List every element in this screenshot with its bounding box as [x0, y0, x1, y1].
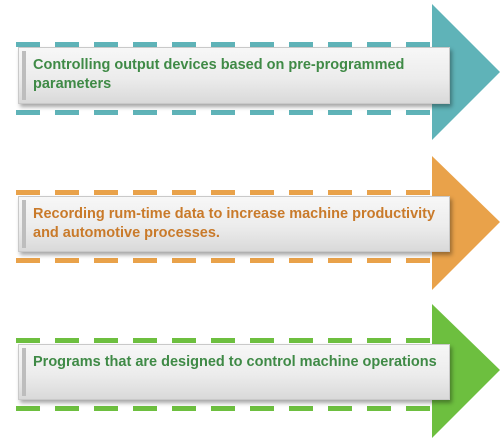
- dash-stripe-bottom-1: [16, 110, 430, 115]
- bottom-dash-1-1: [55, 110, 79, 115]
- arrowhead-1: [432, 4, 500, 140]
- bottom-dash-2-7: [289, 258, 313, 263]
- text-box-1: Controlling output devices based on pre-…: [18, 47, 450, 104]
- bottom-dash-3-7: [289, 406, 313, 411]
- top-dash-1-8: [328, 42, 352, 47]
- top-dash-1-7: [289, 42, 313, 47]
- dash-stripe-top-1: [16, 42, 430, 47]
- top-dash-3-7: [289, 338, 313, 343]
- bottom-dash-1-0: [16, 110, 40, 115]
- arrow-row-2: Recording rum-time data to increase mach…: [0, 150, 500, 295]
- bottom-dash-1-6: [250, 110, 274, 115]
- bottom-dash-1-8: [328, 110, 352, 115]
- bottom-dash-2-3: [133, 258, 157, 263]
- dash-stripe-top-3: [16, 338, 430, 343]
- top-dash-3-4: [172, 338, 196, 343]
- bottom-dash-3-9: [367, 406, 391, 411]
- top-dash-2-3: [133, 190, 157, 195]
- bottom-dash-3-8: [328, 406, 352, 411]
- top-dash-3-3: [133, 338, 157, 343]
- bottom-dash-3-3: [133, 406, 157, 411]
- bottom-dash-2-1: [55, 258, 79, 263]
- bottom-dash-2-6: [250, 258, 274, 263]
- top-dash-3-8: [328, 338, 352, 343]
- top-dash-2-6: [250, 190, 274, 195]
- dash-stripe-bottom-2: [16, 258, 430, 263]
- bottom-dash-3-2: [94, 406, 118, 411]
- arrow-3-shape: [16, 304, 500, 438]
- top-dash-1-1: [55, 42, 79, 47]
- top-dash-1-10: [406, 42, 430, 47]
- top-dash-3-0: [16, 338, 40, 343]
- top-dash-1-3: [133, 42, 157, 47]
- top-dash-3-10: [406, 338, 430, 343]
- text-box-2: Recording rum-time data to increase mach…: [18, 196, 450, 252]
- text-box-3: Programs that are designed to control ma…: [18, 344, 450, 400]
- arrow-row-3: Programs that are designed to control ma…: [0, 298, 500, 443]
- top-dash-3-5: [211, 338, 235, 343]
- arrow-row-1: Controlling output devices based on pre-…: [0, 0, 500, 145]
- item-2-text: Recording rum-time data to increase mach…: [33, 206, 436, 241]
- bottom-dash-1-7: [289, 110, 313, 115]
- dash-stripe-bottom-3: [16, 406, 430, 411]
- top-dash-2-8: [328, 190, 352, 195]
- top-dash-2-4: [172, 190, 196, 195]
- bottom-dash-2-2: [94, 258, 118, 263]
- item-1-text: Controlling output devices based on pre-…: [33, 57, 405, 92]
- bottom-dash-3-1: [55, 406, 79, 411]
- bottom-dash-2-5: [211, 258, 235, 263]
- arrowhead-3: [432, 304, 500, 438]
- arrow-1-shape: [16, 4, 500, 140]
- bottom-dash-2-8: [328, 258, 352, 263]
- arrowhead-2: [432, 156, 500, 290]
- bottom-dash-2-10: [406, 258, 430, 263]
- bottom-dash-2-9: [367, 258, 391, 263]
- top-dash-3-1: [55, 338, 79, 343]
- top-dash-3-2: [94, 338, 118, 343]
- bottom-dash-2-0: [16, 258, 40, 263]
- top-dash-2-2: [94, 190, 118, 195]
- bottom-dash-3-6: [250, 406, 274, 411]
- top-dash-1-6: [250, 42, 274, 47]
- top-dash-3-9: [367, 338, 391, 343]
- top-dash-1-9: [367, 42, 391, 47]
- top-dash-1-5: [211, 42, 235, 47]
- bottom-dash-3-4: [172, 406, 196, 411]
- item-3-text: Programs that are designed to control ma…: [33, 354, 437, 370]
- arrow-2-shape: [16, 156, 500, 290]
- top-dash-3-6: [250, 338, 274, 343]
- bottom-dash-1-5: [211, 110, 235, 115]
- bottom-dash-2-4: [172, 258, 196, 263]
- bottom-dash-1-2: [94, 110, 118, 115]
- top-dash-2-9: [367, 190, 391, 195]
- bottom-dash-1-4: [172, 110, 196, 115]
- bottom-dash-3-10: [406, 406, 430, 411]
- top-dash-2-7: [289, 190, 313, 195]
- top-dash-2-0: [16, 190, 40, 195]
- top-dash-1-2: [94, 42, 118, 47]
- top-dash-1-4: [172, 42, 196, 47]
- top-dash-1-0: [16, 42, 40, 47]
- bottom-dash-3-5: [211, 406, 235, 411]
- dash-stripe-top-2: [16, 190, 430, 195]
- bottom-dash-1-3: [133, 110, 157, 115]
- top-dash-2-1: [55, 190, 79, 195]
- bottom-dash-3-0: [16, 406, 40, 411]
- bottom-dash-1-9: [367, 110, 391, 115]
- top-dash-2-10: [406, 190, 430, 195]
- top-dash-2-5: [211, 190, 235, 195]
- bottom-dash-1-10: [406, 110, 430, 115]
